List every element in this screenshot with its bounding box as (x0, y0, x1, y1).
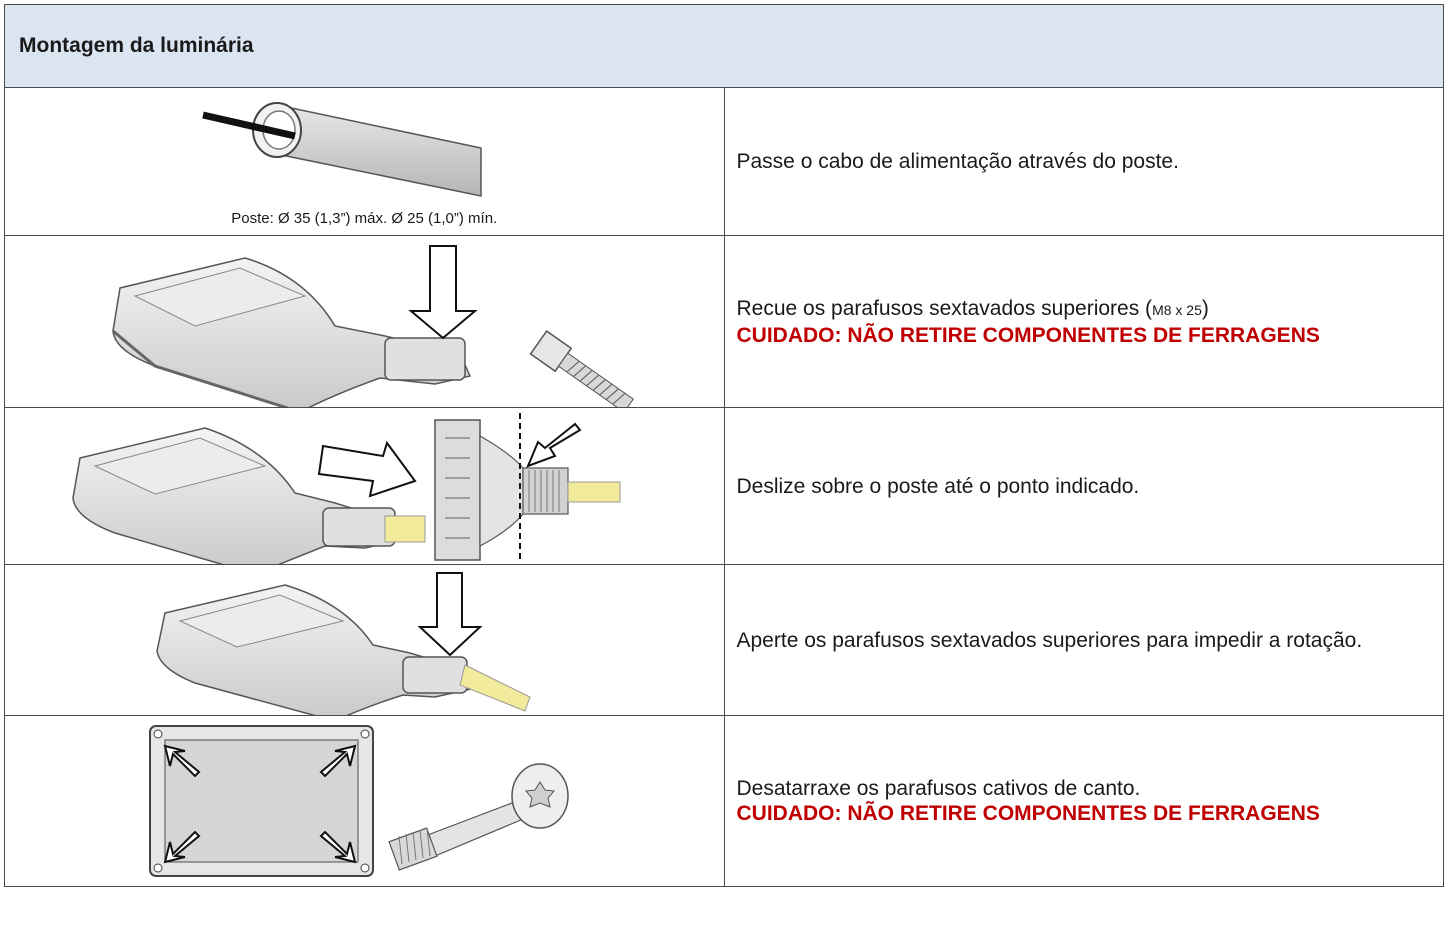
section-title: Montagem da luminária (4, 4, 1444, 88)
luminaire-body (112, 257, 472, 407)
pole-diameter-caption: Poste: Ø 35 (1,3”) máx. Ø 25 (1,0”) mín. (231, 210, 498, 227)
hex-bolt-icon (529, 330, 635, 407)
captive-screws-illustration (149, 725, 569, 877)
clamp-cross-section (434, 413, 621, 561)
luminaire-body (156, 584, 531, 715)
step-5-illustration (4, 715, 725, 887)
step-5-warning: CUIDADO: NÃO RETIRE COMPONENTES DE FERRA… (736, 802, 1320, 825)
step-2-illustration (4, 235, 725, 408)
right-arrow-icon (317, 440, 417, 498)
step-4-text: Aperte os parafusos sextavados superiore… (723, 564, 1444, 716)
down-arrow-icon (408, 245, 478, 340)
step-5-instruction: Desatarraxe os parafusos cativos de cant… (736, 777, 1141, 800)
step-2-instruction: Recue os parafusos sextavados superiores… (736, 296, 1153, 320)
step-row: Desatarraxe os parafusos cativos de cant… (4, 715, 1444, 887)
down-arrow-icon (417, 572, 483, 657)
step-row: Deslize sobre o poste até o ponto indica… (4, 407, 1444, 565)
step-4-illustration (4, 564, 725, 716)
step-2-text: Recue os parafusos sextavados superiores… (723, 235, 1444, 408)
step-row: Aperte os parafusos sextavados superiore… (4, 564, 1444, 716)
step-2-instruction-end: ) (1201, 296, 1209, 320)
step-1-illustration: Poste: Ø 35 (1,3”) máx. Ø 25 (1,0”) mín. (4, 87, 725, 236)
tighten-bolts-illustration (156, 572, 531, 715)
bolt-size-label: M8 x 25 (1152, 301, 1202, 318)
slide-onto-pole-illustration (72, 413, 621, 564)
step-1-text: Passe o cabo de alimentação através do p… (723, 87, 1444, 236)
step-3-text: Deslize sobre o poste até o ponto indica… (723, 407, 1444, 565)
step-5-text: Desatarraxe os parafusos cativos de cant… (723, 715, 1444, 887)
captive-screw-icon (388, 763, 569, 871)
pole-with-cable-illustration (202, 102, 482, 197)
step-2-warning: CUIDADO: NÃO RETIRE COMPONENTES DE FERRA… (736, 323, 1320, 347)
step-3-illustration (4, 407, 725, 565)
step-row: Poste: Ø 35 (1,3”) máx. Ø 25 (1,0”) mín.… (4, 87, 1444, 236)
luminaire-body (72, 427, 426, 564)
step-row: Recue os parafusos sextavados superiores… (4, 235, 1444, 408)
housing-cover (149, 725, 374, 877)
assembly-steps-table: Montagem da luminária Poste: Ø 35 (1,3”)… (4, 4, 1444, 887)
corner-arrows-icon (163, 744, 357, 864)
diagonal-arrow-icon (526, 422, 582, 468)
luminaire-with-hex-bolt-illustration (112, 245, 635, 407)
